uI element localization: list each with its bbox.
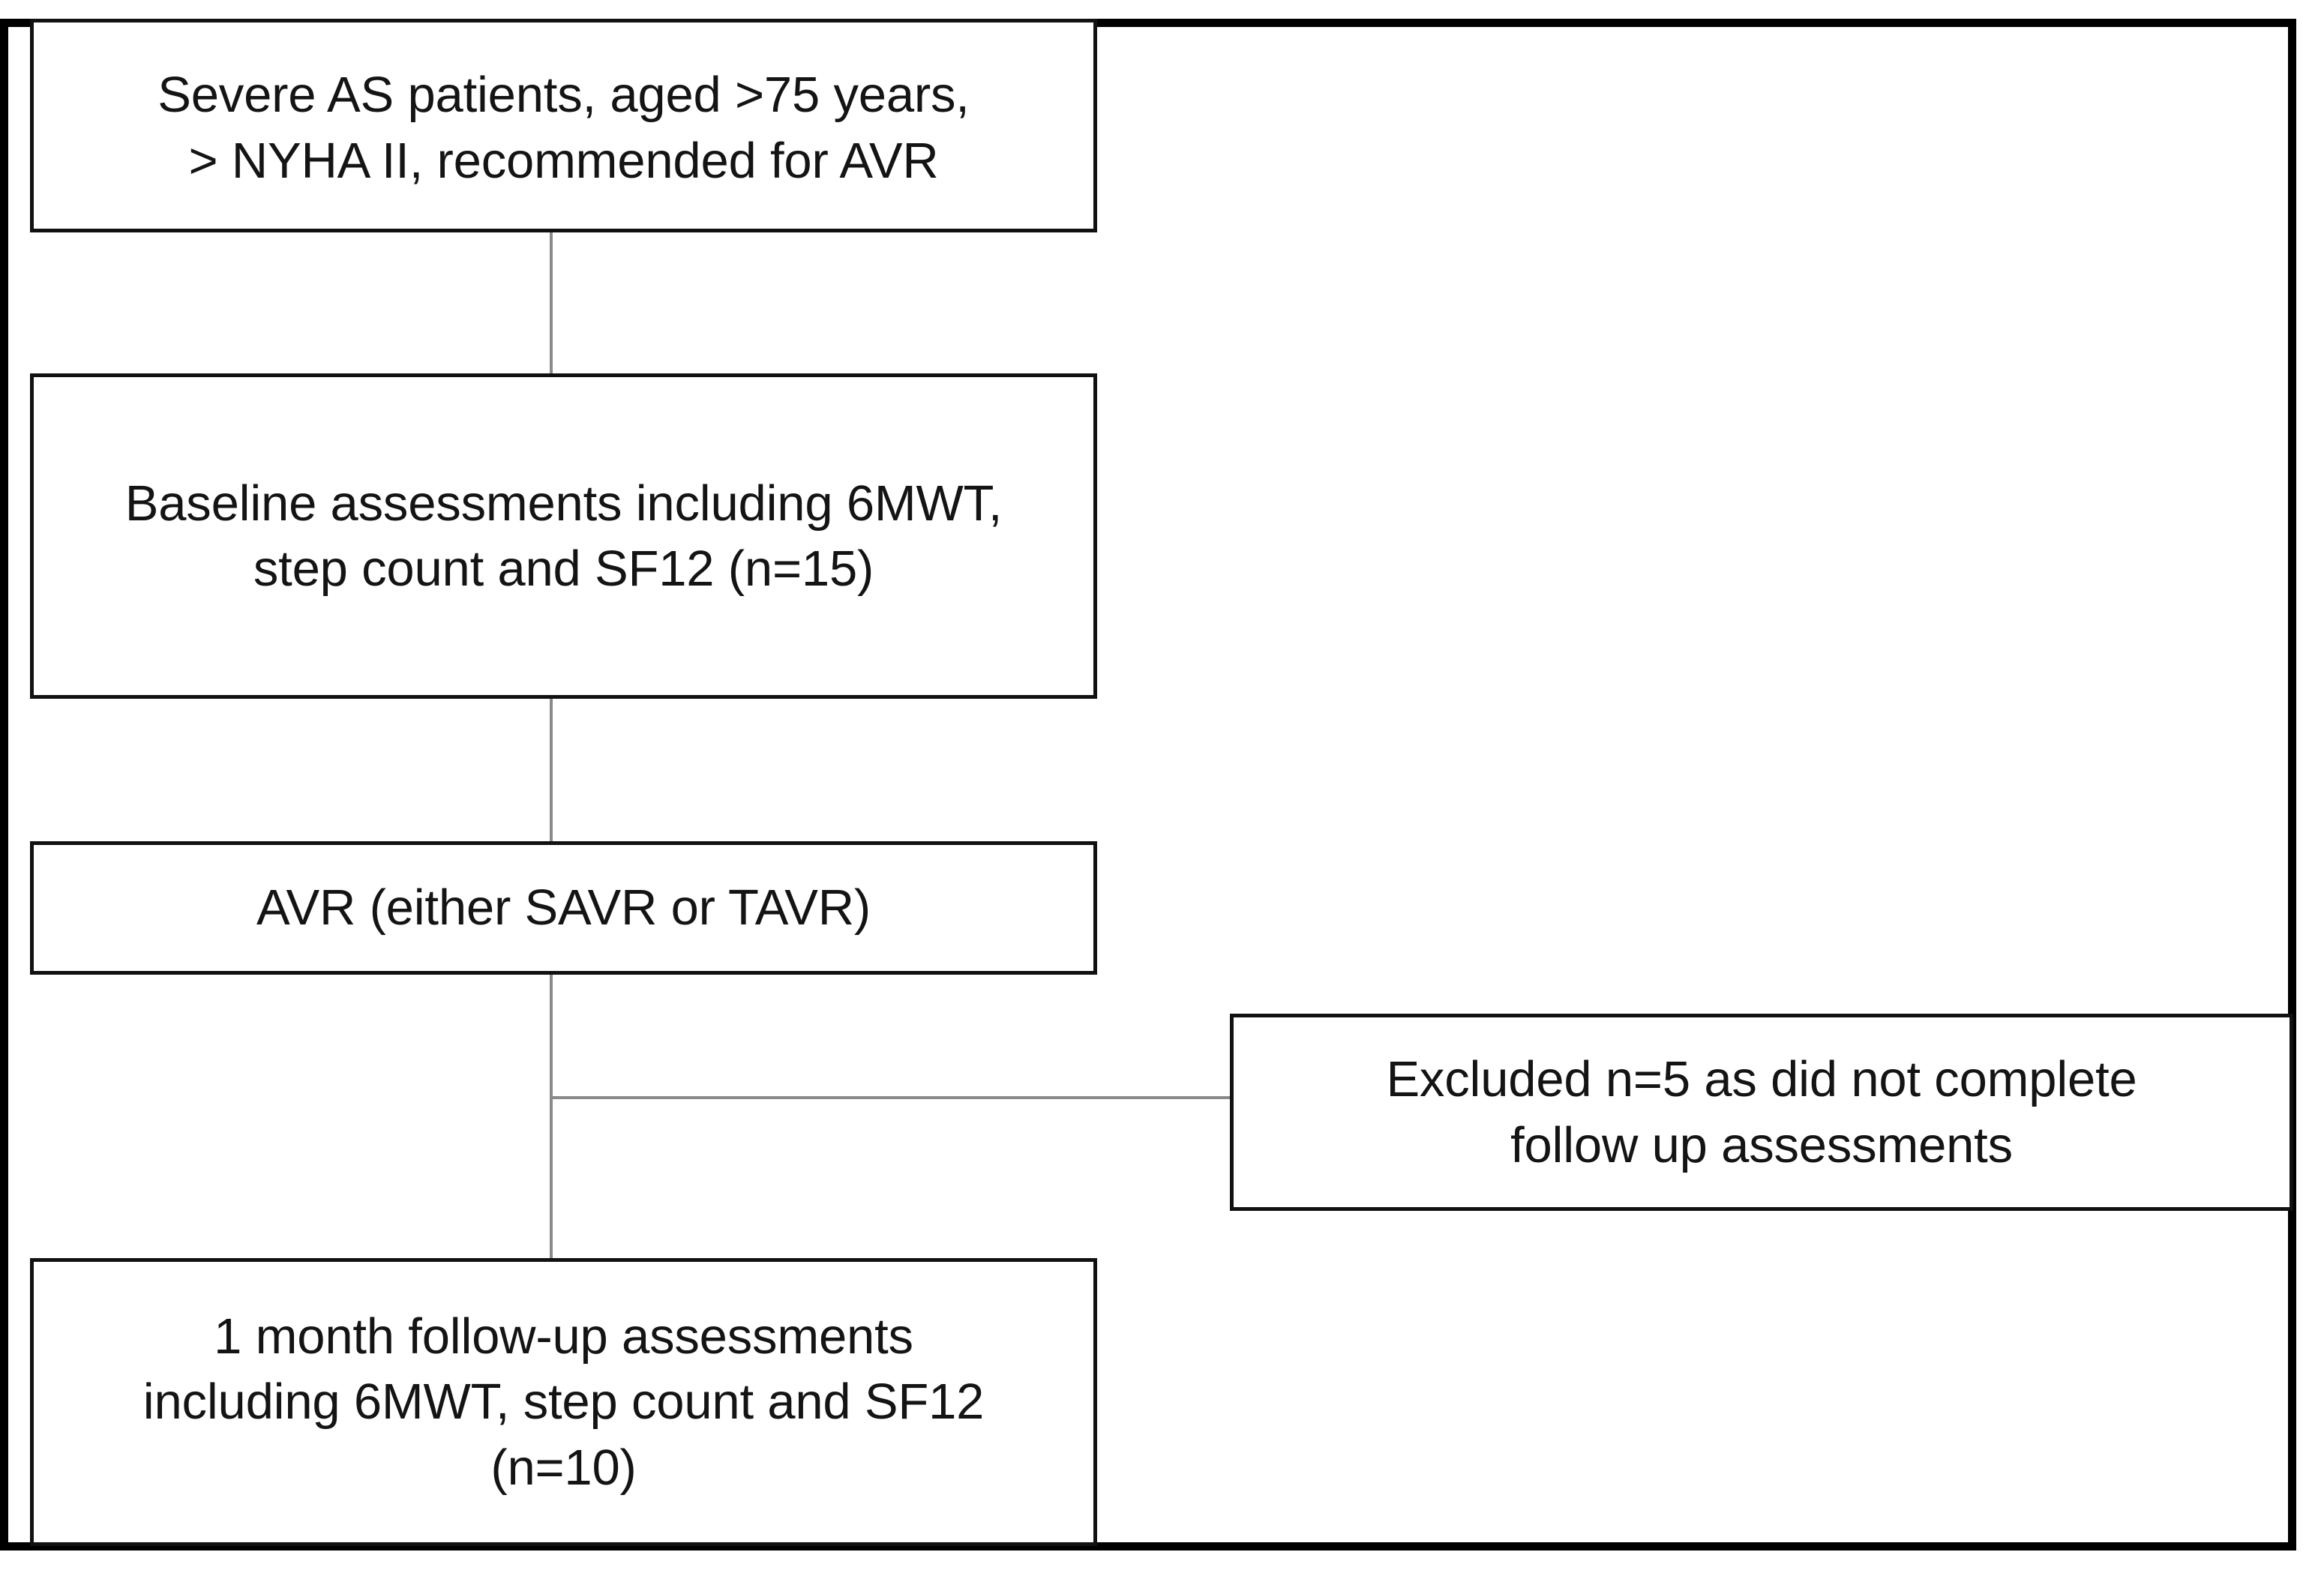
node-followup-assessments: 1 month follow-up assessments including … (30, 1258, 1097, 1546)
diagram-outer-frame (0, 19, 2296, 1551)
node-baseline-label: Baseline assessments including 6MWT, ste… (124, 475, 1003, 597)
connector-avr-to-excluded (550, 1096, 1232, 1099)
node-followup-label: 1 month follow-up assessments including … (142, 1308, 985, 1496)
connector-eligibility-to-baseline (550, 232, 553, 375)
node-avr-procedure: AVR (either SAVR or TAVR) (30, 841, 1097, 975)
node-avr-label: AVR (either SAVR or TAVR) (256, 879, 871, 936)
node-eligibility-criteria: Severe AS patients, aged >75 years, > NY… (30, 19, 1097, 232)
node-eligibility-label: Severe AS patients, aged >75 years, > NY… (157, 67, 970, 189)
node-excluded-patients: Excluded n=5 as did not complete follow … (1230, 1014, 2293, 1211)
connector-baseline-to-avr (550, 697, 553, 843)
node-baseline-assessments: Baseline assessments including 6MWT, ste… (30, 373, 1097, 699)
connector-avr-to-followup (550, 973, 553, 1261)
node-excluded-label: Excluded n=5 as did not complete follow … (1386, 1051, 2137, 1173)
